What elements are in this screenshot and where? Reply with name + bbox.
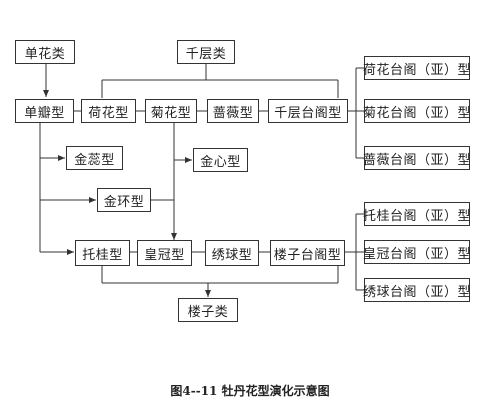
node-tuogui-xing: 托桂型: [75, 240, 130, 266]
node-huangguan-xing: 皇冠型: [137, 240, 192, 266]
node-louzi-taige-xing: 楼子台阁型: [270, 240, 345, 266]
node-hehua-xing: 荷花型: [81, 99, 136, 123]
node-jinxin-xing: 金心型: [193, 148, 248, 172]
node-qiangwei-xing: 蔷薇型: [207, 99, 259, 123]
figure-caption: 图4--11 牡丹花型演化示意图: [170, 384, 330, 398]
node-tuogui-taige-subtype: 托桂台阁（亚）型: [363, 202, 471, 226]
node-danban-xing: 单瓣型: [15, 99, 74, 123]
node-hehua-taige-subtype: 荷花台阁（亚）型: [363, 56, 471, 80]
node-qiangwei-taige-subtype: 蔷薇台阁（亚）型: [363, 146, 471, 170]
node-qianceng-taige-xing: 千层台阁型: [268, 99, 348, 123]
node-juhua-taige-subtype: 菊花台阁（亚）型: [363, 99, 471, 123]
node-danhua-lei: 单花类: [15, 40, 75, 64]
node-juhua-xing: 菊花型: [145, 99, 197, 123]
node-louzi-lei: 楼子类: [178, 298, 238, 322]
node-xiuqiu-taige-subtype: 绣球台阁（亚）型: [363, 278, 471, 302]
node-jinrui-xing: 金蕊型: [66, 146, 123, 170]
node-huangguan-taige-subtype: 皇冠台阁（亚）型: [363, 240, 471, 264]
node-xiuqiu-xing: 绣球型: [205, 240, 259, 266]
node-qianceng-lei: 千层类: [177, 40, 235, 64]
node-jinhuan-xing: 金环型: [97, 188, 151, 212]
